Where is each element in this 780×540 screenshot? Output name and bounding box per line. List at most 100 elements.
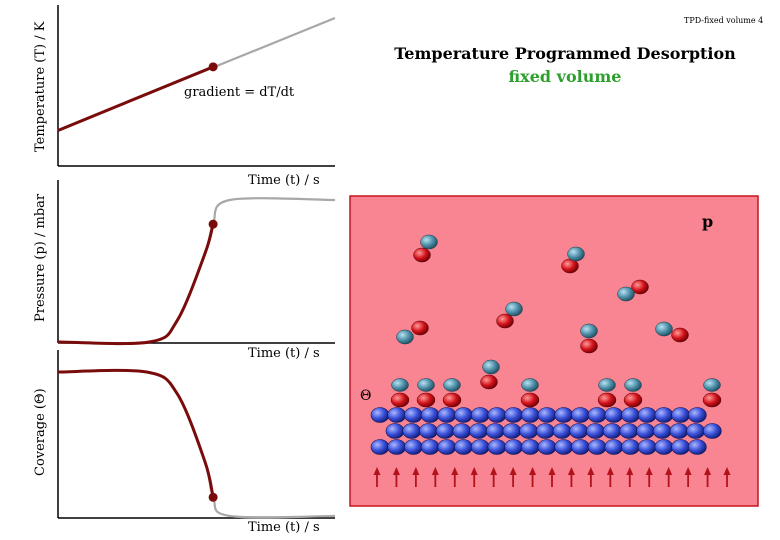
gas-molecule: [413, 234, 438, 263]
slide-tag: TPD-fixed volume 4: [684, 16, 764, 25]
gas-molecule: [396, 320, 429, 345]
heat-arrow: [412, 467, 420, 487]
surface-atom: [687, 439, 707, 455]
heat-arrow: [451, 467, 459, 487]
surface-atom: [636, 423, 655, 439]
heat-arrow: [431, 467, 439, 487]
heat-arrow: [392, 467, 400, 487]
gas-molecule: [655, 321, 689, 343]
surface-atom: [602, 423, 622, 439]
surface-atom: [702, 423, 722, 439]
surface-atom: [604, 439, 624, 455]
heat-arrow: [704, 467, 712, 487]
gas-molecule: [496, 301, 523, 329]
surface-atom: [452, 423, 472, 439]
page-title: Temperature Programmed Desorption: [394, 44, 736, 63]
heat-arrow: [587, 467, 595, 487]
surface-atom: [586, 423, 605, 439]
chamber-group: [349, 195, 759, 507]
surface-atom: [604, 407, 624, 423]
page-subtitle: fixed volume: [508, 67, 622, 86]
surface-atom: [671, 407, 690, 423]
surface-atom: [554, 439, 574, 455]
heat-arrow: [373, 467, 381, 487]
surface-atom: [437, 439, 457, 455]
surface-atom: [571, 439, 590, 455]
surface-atom: [502, 423, 522, 439]
surface-atom: [504, 407, 523, 423]
gas-molecule: [561, 246, 585, 274]
heat-arrow: [509, 467, 517, 487]
surface-atom: [520, 407, 540, 423]
plot3-xlabel: Time (t) / s: [248, 520, 320, 535]
surface-atom: [587, 407, 607, 423]
surface-atom: [419, 423, 438, 439]
surface-atom: [420, 439, 440, 455]
surface-atom: [569, 423, 589, 439]
surface-atom: [571, 407, 590, 423]
adsorbed-molecule: [702, 378, 722, 408]
heat-arrow: [665, 467, 673, 487]
heat-arrow: [470, 467, 478, 487]
surface-atom: [520, 439, 540, 455]
plot2-xlabel: Time (t) / s: [248, 346, 320, 361]
heat-arrow: [567, 467, 575, 487]
surface-atom: [487, 439, 507, 455]
surface-atom: [470, 439, 490, 455]
surface-atom: [671, 439, 690, 455]
surface-atom: [402, 423, 422, 439]
heat-arrow: [723, 467, 731, 487]
surface-atom: [669, 423, 689, 439]
heat-arrow: [626, 467, 634, 487]
surface-atom: [470, 407, 490, 423]
pressure-label: p: [702, 212, 714, 231]
gradient-annotation: gradient = dT/dt: [184, 85, 295, 100]
plot1-current-marker: [208, 62, 218, 72]
plot3-ylabel: Coverage (Θ): [33, 388, 48, 476]
surface-atom: [587, 439, 607, 455]
heat-arrow: [529, 467, 537, 487]
surface-atom: [652, 423, 672, 439]
gas-molecule: [617, 279, 649, 302]
surface-atom: [387, 439, 407, 455]
surface-atom: [370, 439, 390, 455]
surface-atom: [435, 423, 455, 439]
gas-molecule: [580, 323, 598, 354]
surface-atom: [654, 407, 674, 423]
heat-arrow: [490, 467, 498, 487]
surface-atom: [404, 439, 423, 455]
surface-atom: [404, 407, 423, 423]
surface-atom: [385, 423, 405, 439]
surface-atom: [454, 439, 473, 455]
surface-atom: [537, 407, 557, 423]
surface-atom: [387, 407, 407, 423]
surface-atom: [552, 423, 572, 439]
surface-atom: [619, 423, 639, 439]
surface-atom: [686, 423, 705, 439]
plot3-curve-future: [57, 369, 336, 519]
adsorbed-molecule: [597, 378, 617, 408]
plot3-curve-past: [57, 368, 215, 498]
surface-atom: [687, 407, 707, 423]
surface-atom: [370, 407, 390, 423]
temperature-line-past: [57, 65, 214, 132]
surface-atom: [454, 407, 473, 423]
surface-atom: [554, 407, 574, 423]
gas-chamber: [349, 195, 759, 507]
adsorbed-molecule: [623, 378, 643, 408]
surface-atom: [437, 407, 457, 423]
plot1-xlabel: Time (t) / s: [248, 173, 320, 188]
plot2-current-marker: [208, 219, 218, 229]
adsorbed-molecule: [416, 378, 436, 408]
heat-arrow: [645, 467, 653, 487]
plots-group: [57, 5, 336, 519]
plot2-curve-future: [57, 197, 336, 345]
heat-arrow: [548, 467, 556, 487]
surface-atom: [621, 407, 640, 423]
plot3-current-marker: [208, 492, 218, 502]
coverage-label: Θ: [360, 388, 372, 404]
plot2-curve-past: [57, 223, 215, 346]
plot2-ylabel: Pressure (p) / mbar: [33, 193, 48, 322]
surface-atom: [519, 423, 538, 439]
gas-molecule: [480, 359, 500, 390]
